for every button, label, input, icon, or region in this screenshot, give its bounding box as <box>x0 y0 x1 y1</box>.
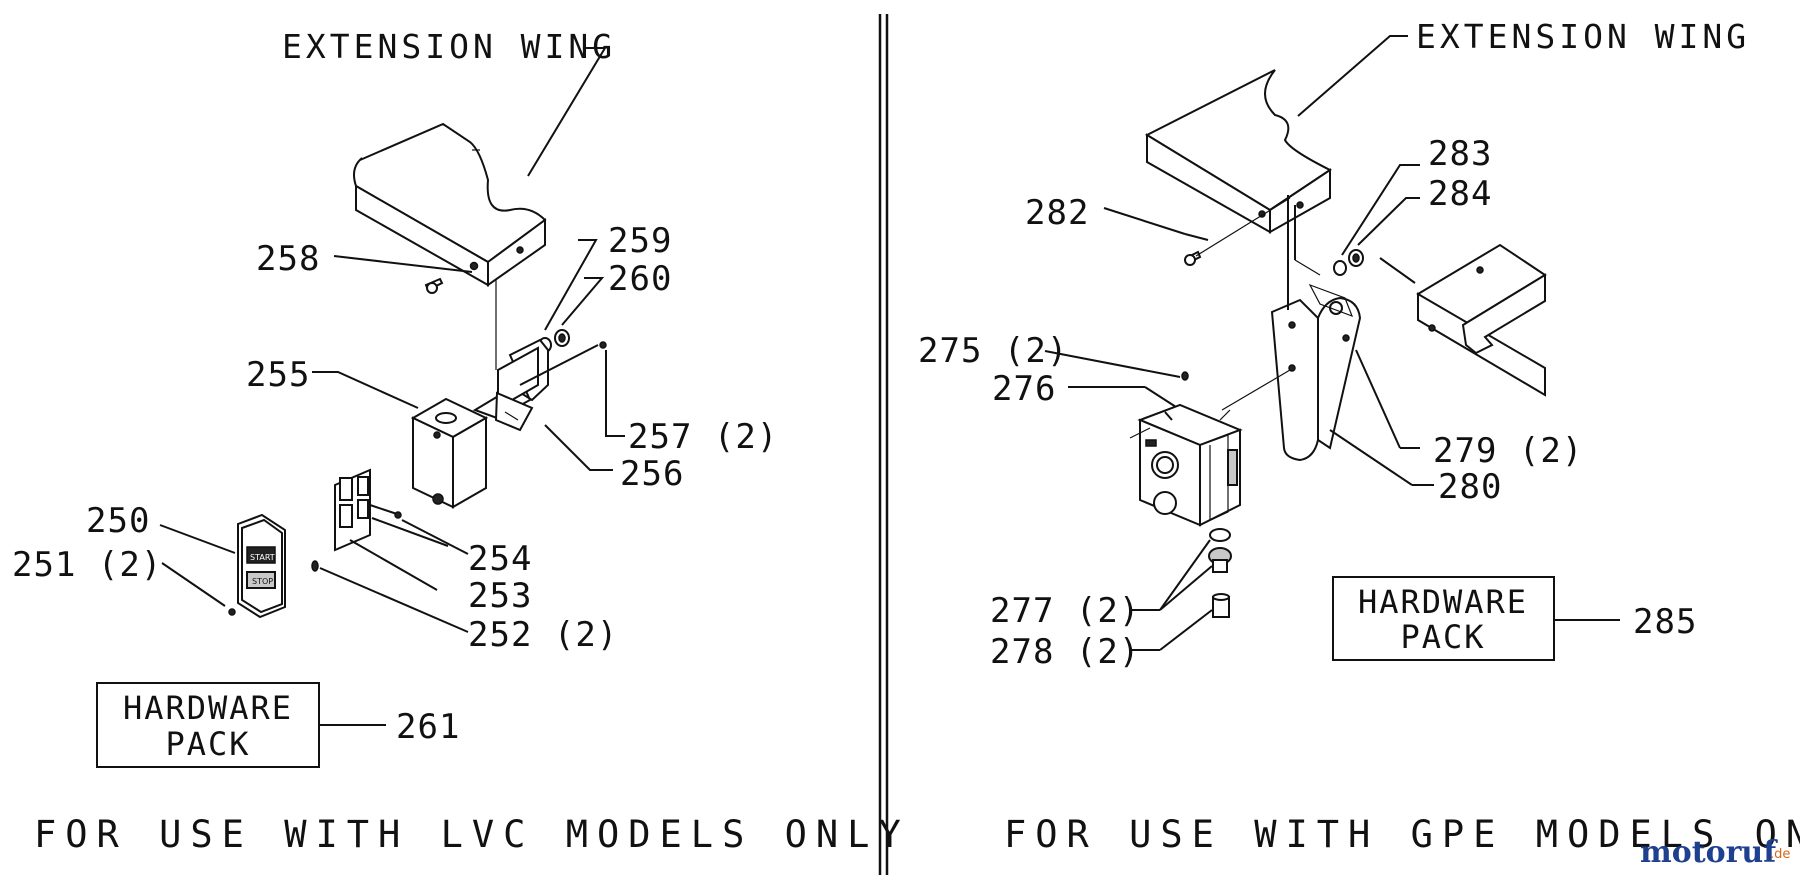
bracket-280 <box>1270 195 1434 486</box>
screw-252 <box>311 560 469 633</box>
screw-282 <box>1103 197 1291 266</box>
right-caption: FOR USE WITH GPE MODELS ONLY <box>1004 813 1800 856</box>
motoruf-watermark: motoruf .de <box>1640 835 1790 870</box>
callout-284: 284 <box>1428 174 1492 214</box>
left-panel: EXTENSION WING 258 259 <box>12 27 910 856</box>
callout-279: 279 (2) <box>1433 431 1583 471</box>
right-hardware-pack: HARDWARE PACK <box>1332 576 1620 661</box>
watermark-tld: .de <box>1770 847 1790 862</box>
washer-nut-283-284 <box>1333 164 1420 284</box>
left-extension-wing <box>353 122 547 370</box>
callout-283: 283 <box>1428 134 1492 174</box>
left-caption: FOR USE WITH LVC MODELS ONLY <box>34 813 910 856</box>
left-extension-wing-label: EXTENSION WING <box>282 27 616 66</box>
callout-253: 253 <box>468 576 532 616</box>
callout-278: 278 (2) <box>990 632 1140 672</box>
glands-277-278 <box>1132 528 1232 651</box>
callout-280: 280 <box>1438 467 1502 507</box>
left-wing-leader <box>527 47 607 177</box>
callout-258: 258 <box>256 239 320 279</box>
callout-275: 275 (2) <box>918 331 1068 371</box>
left-hardware-line2: PACK <box>165 725 250 763</box>
callout-277: 277 (2) <box>990 591 1140 631</box>
callout-276: 276 <box>992 369 1056 409</box>
left-hardware-line1: HARDWARE <box>123 689 293 727</box>
panel-divider <box>878 14 889 875</box>
watermark-brand: motoruf <box>1640 835 1778 870</box>
control-box-276 <box>1044 350 1296 527</box>
right-hardware-line2: PACK <box>1400 618 1485 656</box>
callout-260: 260 <box>608 259 672 299</box>
callout-255: 255 <box>246 355 310 395</box>
callout-261: 261 <box>396 707 460 747</box>
start-label: START <box>250 553 275 562</box>
screw-258 <box>333 255 473 294</box>
callout-282: 282 <box>1025 193 1089 233</box>
callout-254: 254 <box>468 539 532 579</box>
right-hardware-line1: HARDWARE <box>1358 583 1528 621</box>
callout-251: 251 (2) <box>12 545 162 585</box>
stop-label: STOP <box>252 577 273 586</box>
washer-nut-259-260 <box>538 239 605 353</box>
right-extension-wing-label: EXTENSION WING <box>1416 17 1750 56</box>
left-hardware-pack: HARDWARE PACK <box>96 682 386 768</box>
switch-plate-250: START STOP <box>159 513 286 619</box>
switch-253-254 <box>334 468 469 591</box>
callout-250: 250 <box>86 501 150 541</box>
box-255 <box>312 371 489 509</box>
right-panel: EXTENSION WING 282 <box>918 17 1800 856</box>
callout-252: 252 (2) <box>468 615 618 655</box>
callout-259: 259 <box>608 221 672 261</box>
callout-256: 256 <box>620 454 684 494</box>
side-rail <box>1416 243 1547 397</box>
callout-257: 257 (2) <box>628 417 778 457</box>
right-wing-leader <box>1297 35 1408 117</box>
bracket-256 <box>472 338 625 471</box>
right-extension-wing <box>1144 69 1332 234</box>
callout-285: 285 <box>1633 602 1697 642</box>
